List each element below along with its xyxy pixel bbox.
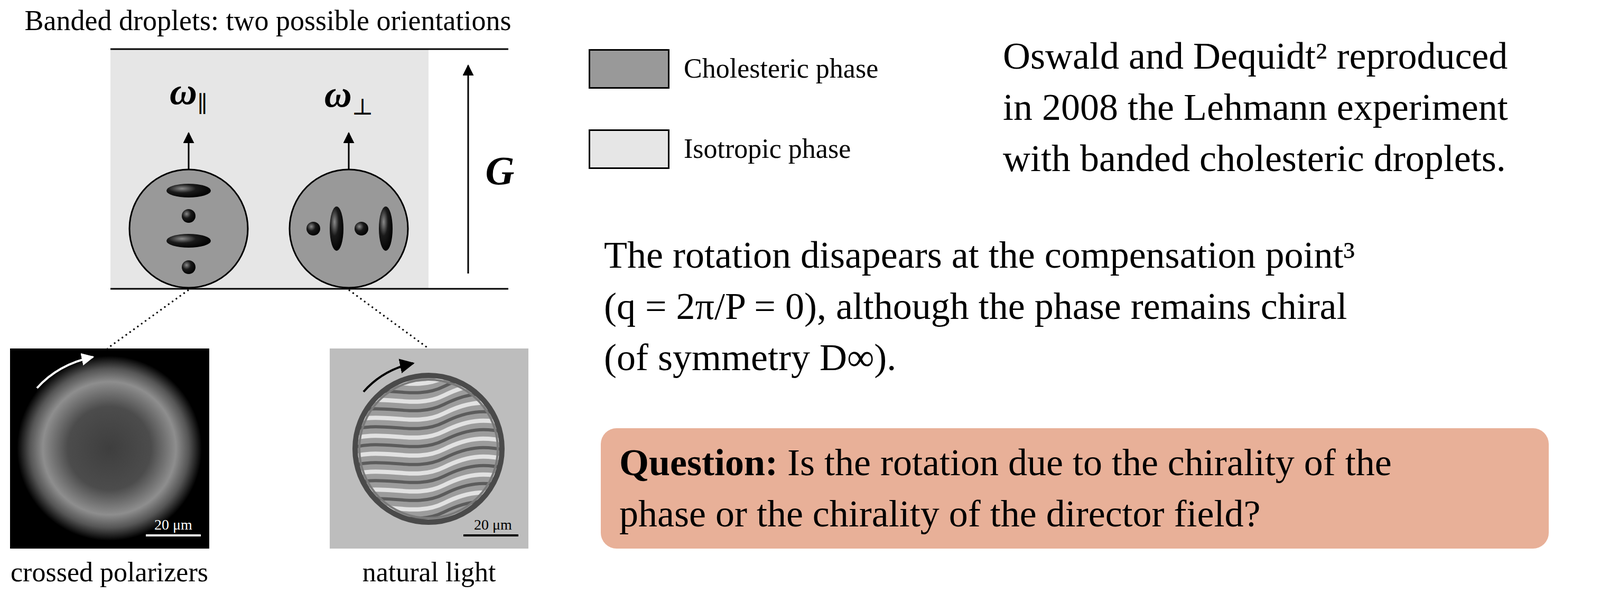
question-heading: Question: xyxy=(619,441,778,485)
molecule-glyph xyxy=(166,234,211,248)
leader-line xyxy=(107,290,189,349)
molecule-glyph xyxy=(329,206,344,251)
molecule-glyph xyxy=(378,206,393,251)
note-paragraph: The rotation disapears at the compensati… xyxy=(603,229,1376,384)
scale-bar xyxy=(463,534,519,537)
rotation-arrow xyxy=(36,357,93,389)
droplet-rim xyxy=(359,379,498,519)
image-caption: crossed polarizers xyxy=(10,557,209,588)
diagram-title: Banded droplets: two possible orientatio… xyxy=(24,4,512,37)
scale-bar xyxy=(145,534,201,537)
intro-paragraph: Oswald and Dequidt² reproduced in 2008 t… xyxy=(1002,30,1524,185)
cell-plate xyxy=(110,48,509,51)
isotropic-region xyxy=(110,49,429,290)
legend-swatch xyxy=(588,49,670,89)
question-text: Question:Is the rotation due to the chir… xyxy=(619,437,1444,541)
scale-label: 20 μm xyxy=(473,517,513,534)
image-caption: natural light xyxy=(362,557,497,588)
droplet-image xyxy=(16,356,202,542)
scale-label: 20 μm xyxy=(154,517,193,534)
question-box: Question:Is the rotation due to the chir… xyxy=(600,428,1549,550)
legend-swatch xyxy=(588,129,670,170)
molecule-glyph xyxy=(306,221,321,236)
micrograph-panel: 20 μmcrossed polarizers xyxy=(10,348,210,550)
droplet-rim xyxy=(355,375,502,523)
molecule-glyph xyxy=(354,221,369,236)
droplet xyxy=(289,169,408,288)
micrograph xyxy=(10,348,210,550)
rotation-vector-label: ω∥ xyxy=(169,70,208,118)
droplet xyxy=(129,169,248,288)
stripe-pattern xyxy=(343,367,516,533)
legend-label: Cholesteric phase xyxy=(683,53,879,84)
isotropic-region: ω∥ ω⊥ xyxy=(110,49,429,290)
molecule-glyph xyxy=(166,183,211,198)
rotation-vector-label: ω⊥ xyxy=(324,73,374,120)
gradient-label: G xyxy=(485,149,515,194)
micrograph-panel: 20 μmnatural light xyxy=(329,348,529,550)
leader-line xyxy=(348,290,429,349)
rotation-arrow xyxy=(363,363,414,393)
micrograph xyxy=(329,348,529,550)
gradient-arrow xyxy=(467,65,470,274)
legend-label: Isotropic phase xyxy=(683,133,851,164)
rotation-arrow xyxy=(348,133,350,170)
rotation-arrow xyxy=(188,133,190,170)
cell-plate xyxy=(110,288,509,291)
molecule-glyph xyxy=(181,260,196,275)
molecule-glyph xyxy=(181,209,196,223)
dark-stripes xyxy=(343,376,516,524)
light-stripes xyxy=(343,367,516,533)
